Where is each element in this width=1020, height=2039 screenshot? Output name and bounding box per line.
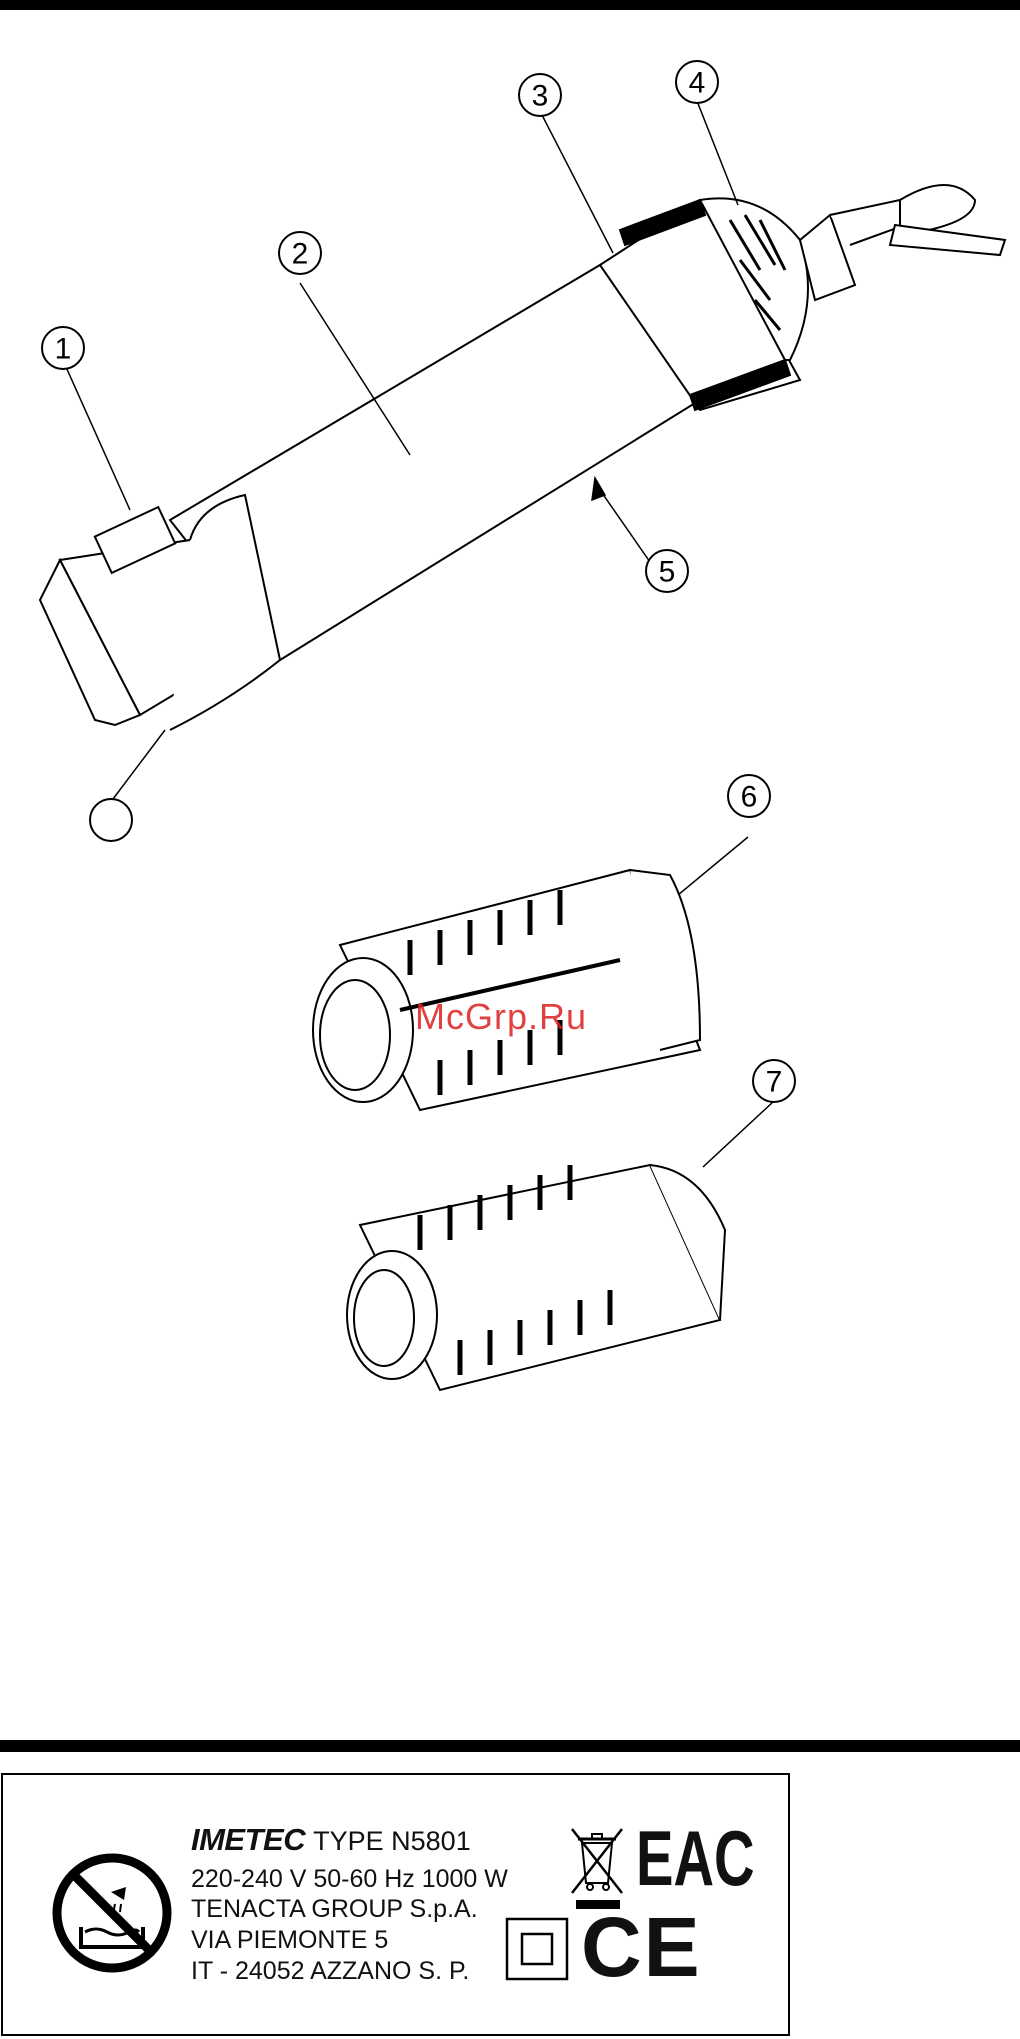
callout-2: 2 [279, 232, 321, 274]
svg-text:4: 4 [689, 67, 706, 100]
callout-5: 5 [646, 550, 688, 592]
double-insulation-icon [505, 1917, 569, 1981]
callout-1: 1 [42, 327, 84, 369]
manufacturer-city: IT - 24052 AZZANO S. P. [191, 1956, 469, 1986]
rating-label: IMETEC TYPE N5801 220-240 V 50-60 Hz 1000… [1, 1773, 790, 2036]
product-diagram: 1 2 3 4 5 6 7 [0, 0, 1020, 1500]
bristle-brush-attachment [347, 1165, 725, 1390]
callout-6: 6 [728, 775, 770, 817]
svg-text:6: 6 [741, 781, 758, 814]
svg-text:3: 3 [532, 80, 549, 113]
manufacturer-name: TENACTA GROUP S.p.A. [191, 1894, 478, 1924]
svg-text:5: 5 [659, 556, 676, 589]
eac-mark-icon: EAC [636, 1818, 755, 1898]
ce-mark-icon: CE [581, 1903, 702, 1991]
callout-blank [90, 799, 132, 841]
svg-text:7: 7 [766, 1066, 783, 1099]
brand-line: IMETEC TYPE N5801 [191, 1825, 471, 1857]
svg-text:1: 1 [55, 333, 72, 366]
watermark: McGrp.Ru [415, 996, 587, 1038]
brand-name: IMETEC [191, 1822, 305, 1857]
dryer-body [40, 185, 1005, 730]
svg-text:2: 2 [292, 238, 309, 271]
callout-7: 7 [753, 1060, 795, 1102]
manufacturer-street: VIA PIEMONTE 5 [191, 1925, 388, 1955]
round-brush-attachment [313, 870, 700, 1110]
callout-4: 4 [676, 61, 718, 103]
electrical-specs: 220-240 V 50-60 Hz 1000 W [191, 1864, 508, 1894]
weee-crossed-bin-icon [566, 1825, 628, 1897]
callout-3: 3 [519, 74, 561, 116]
bottom-rule [0, 1740, 1020, 1752]
model-type: TYPE N5801 [313, 1826, 471, 1856]
no-water-bath-icon [51, 1852, 173, 1974]
